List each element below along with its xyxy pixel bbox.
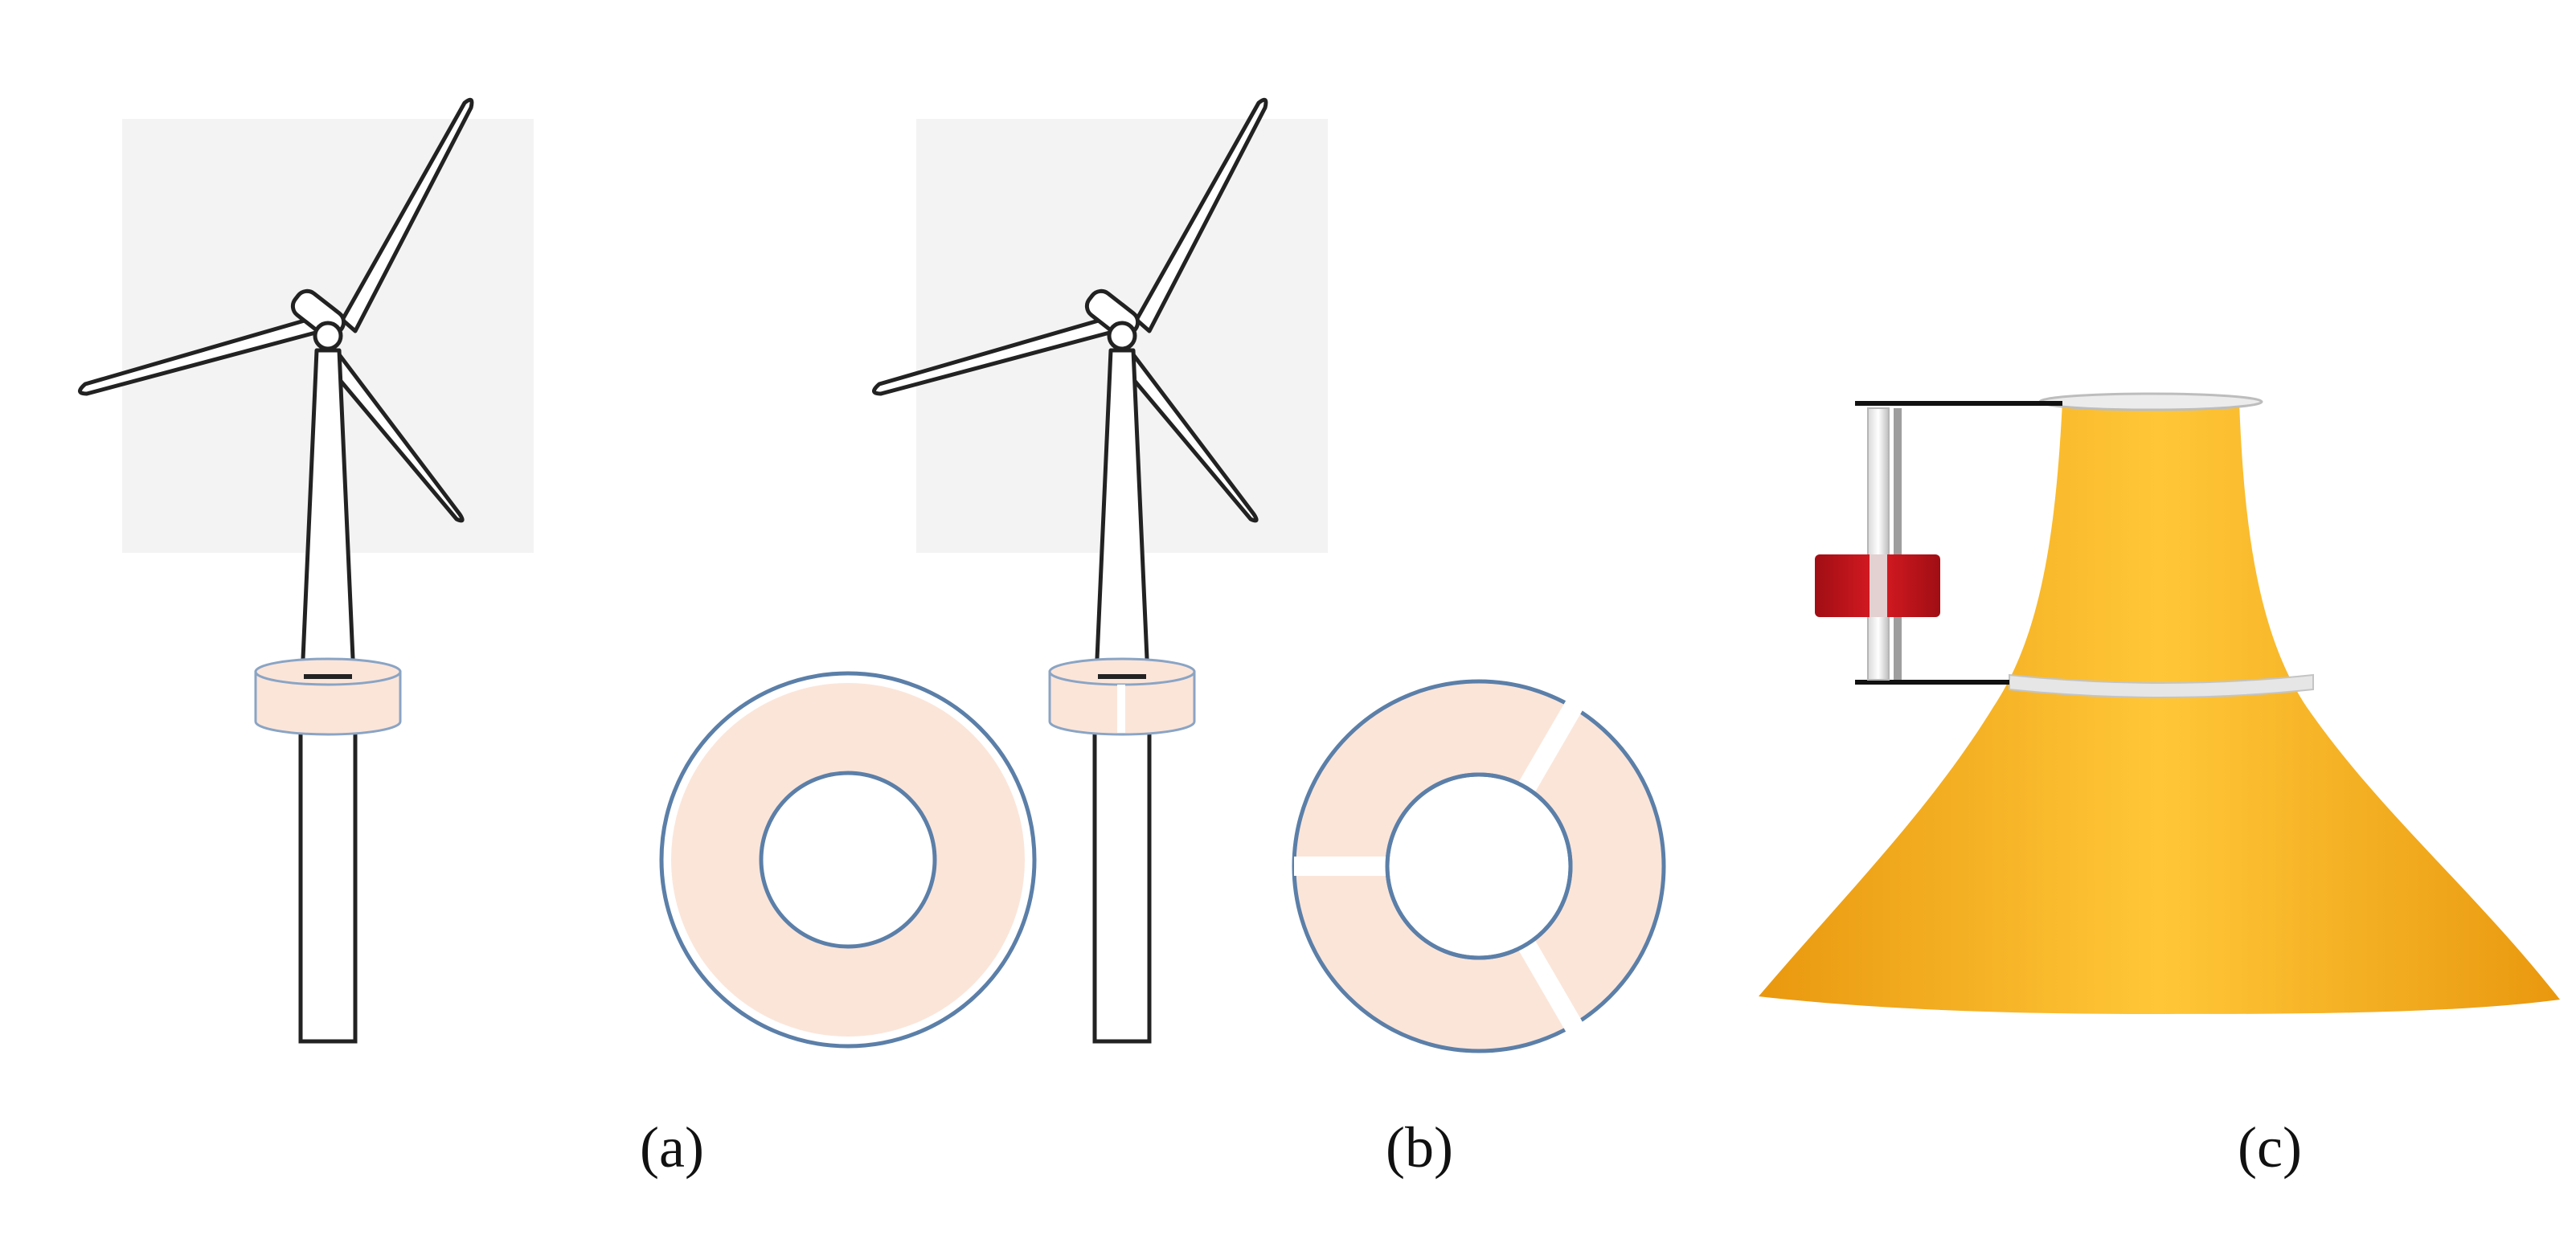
segmented-ring-icon xyxy=(1292,679,1666,1053)
buoy-icon xyxy=(1759,392,2560,1014)
panel-c xyxy=(1759,392,2560,1014)
ring-icon xyxy=(659,671,1037,1049)
panel-label-a: (a) xyxy=(640,1115,704,1180)
float-body xyxy=(1815,554,1940,617)
tower-ring-collar xyxy=(254,657,402,736)
guide-rods xyxy=(1867,407,1902,681)
panel-a xyxy=(80,100,1037,1049)
tower-segmented-collar xyxy=(1048,657,1196,736)
panel-b xyxy=(874,100,1666,1053)
panel-label-c: (c) xyxy=(2238,1115,2302,1180)
support-arms xyxy=(1855,401,2062,685)
wind-turbine-icon xyxy=(80,100,534,1041)
panel-label-b: (b) xyxy=(1386,1115,1453,1180)
